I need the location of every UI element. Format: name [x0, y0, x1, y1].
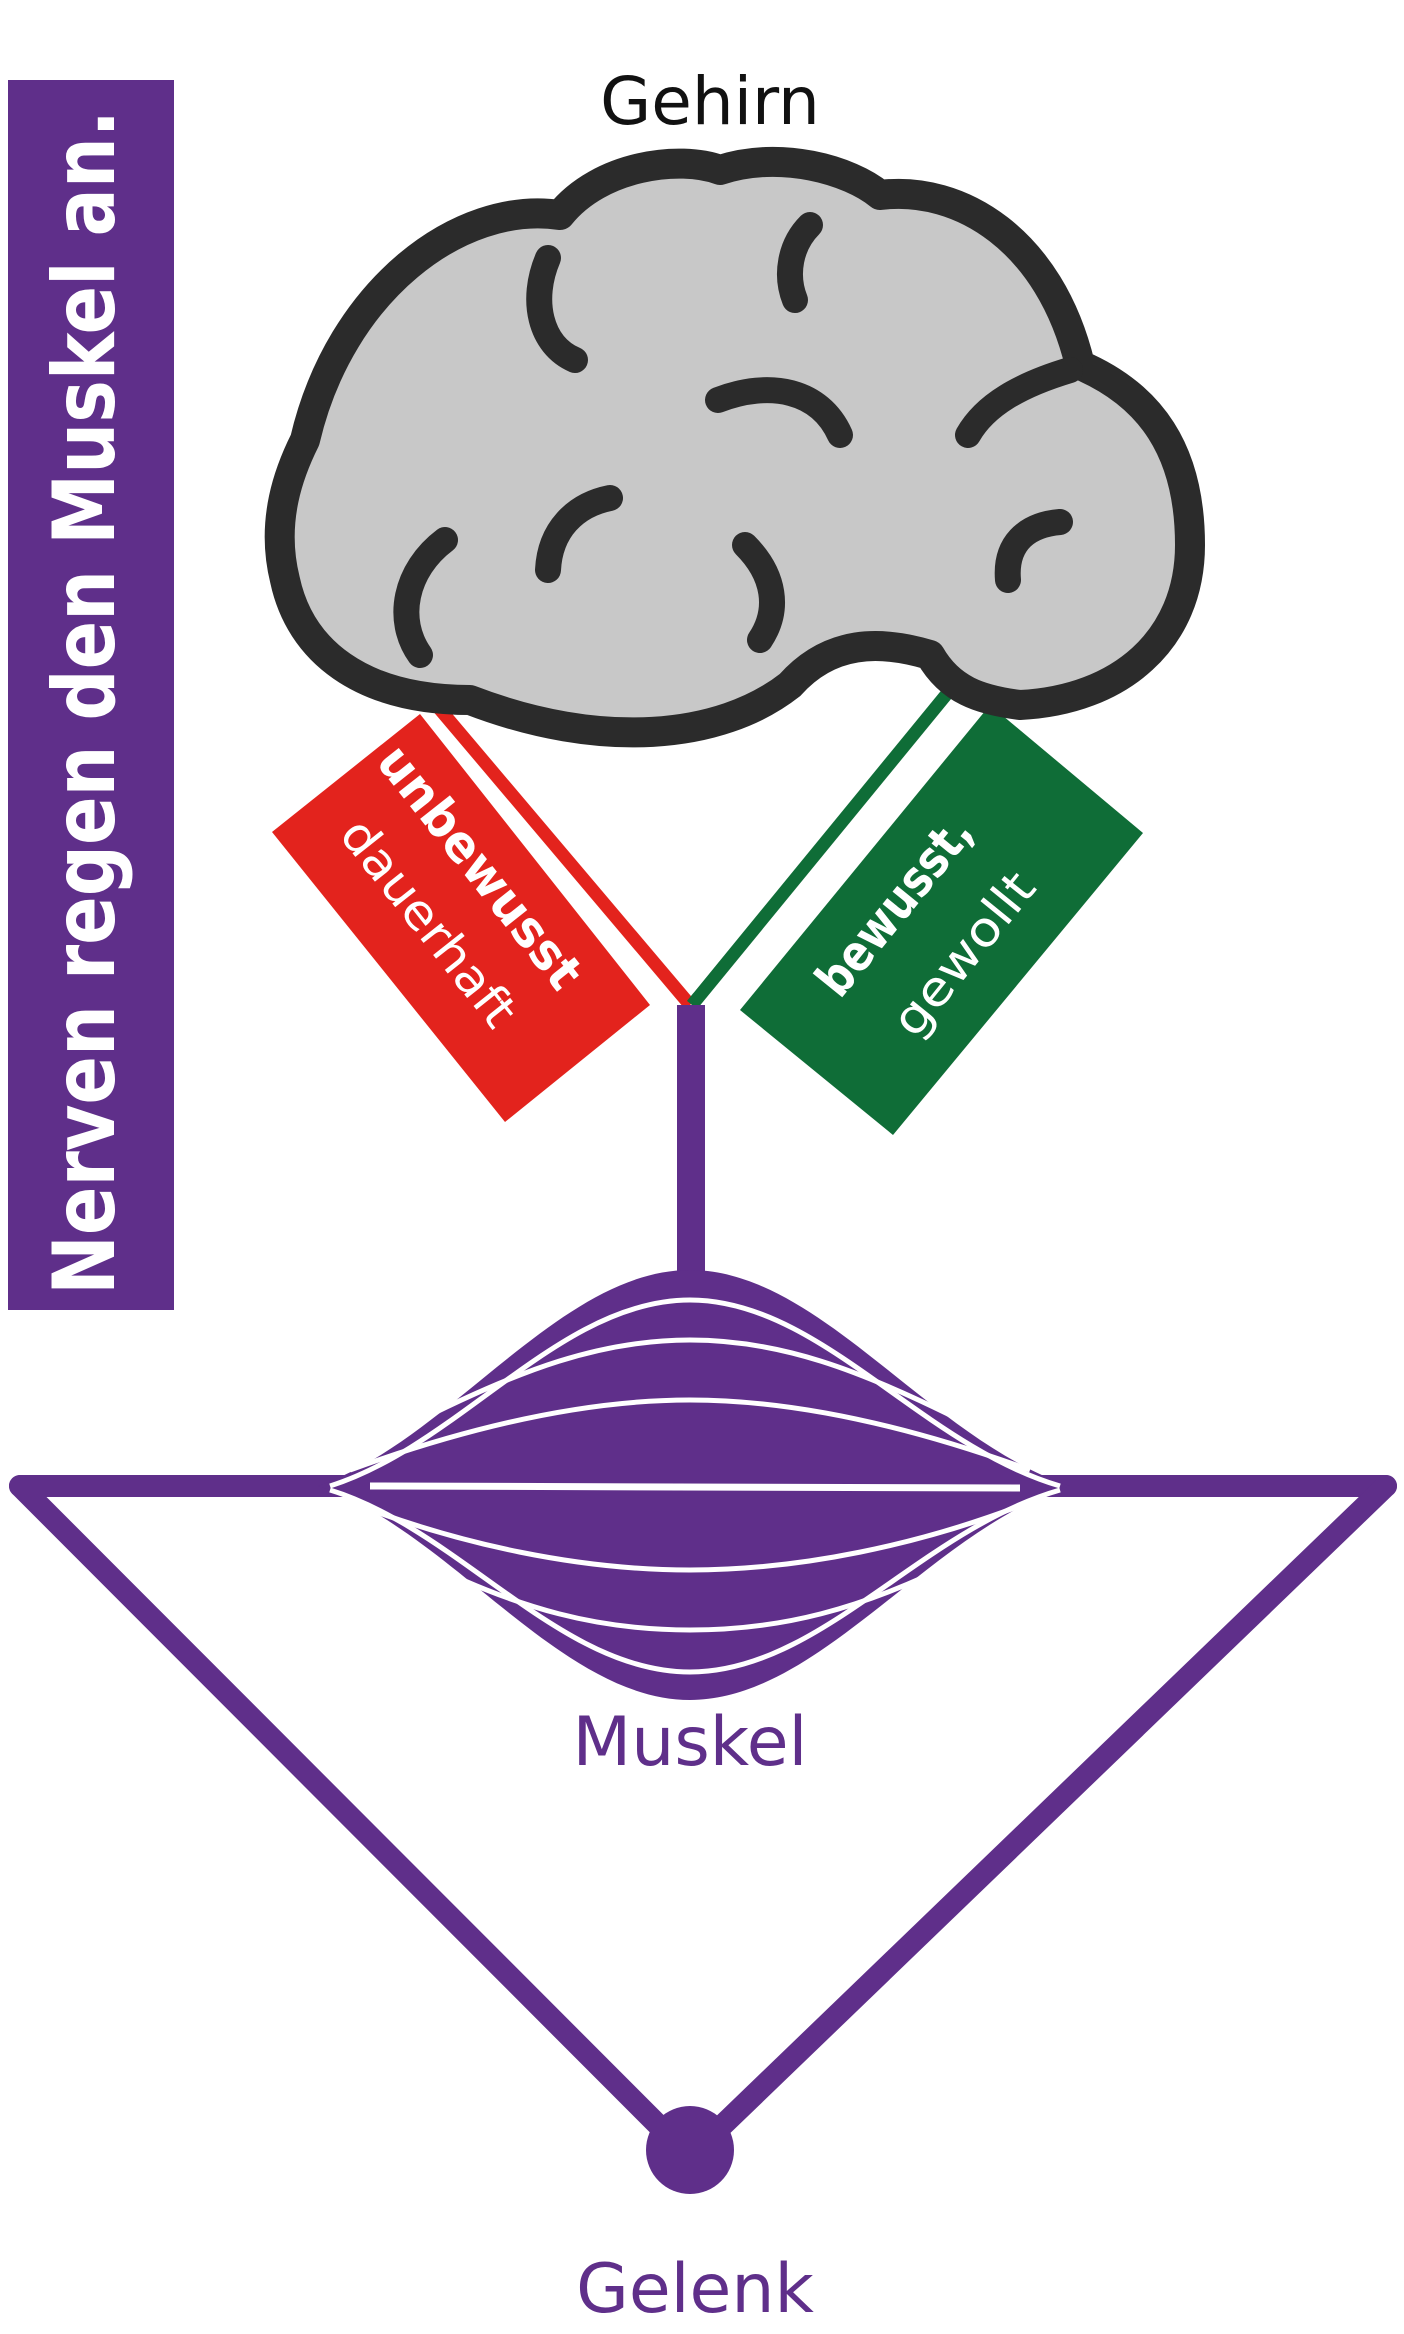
brain-fold-2 — [777, 212, 823, 313]
title-bar: Nerven regen den Muskel an. — [8, 80, 174, 1310]
unconscious-tag: unbewusst dauerhaft — [272, 714, 650, 1122]
brain-fold-8 — [732, 532, 785, 653]
bone-left-arm — [9, 1475, 691, 2158]
conscious-tag-bg — [740, 705, 1143, 1135]
title-bar-bg — [8, 80, 174, 1310]
muscle-fiber-2 — [418, 1337, 962, 1423]
muscle-fiber-3 — [349, 1397, 1031, 1473]
brain-fold-3 — [705, 377, 853, 448]
muscle — [318, 1270, 1070, 1700]
joint-label: Gelenk — [576, 2250, 814, 2329]
muscle-fiber-4 — [349, 1499, 1031, 1573]
title-text: Nerven regen den Muskel an. — [35, 110, 135, 1295]
brain-icon — [264, 146, 1205, 748]
brain-fold-4 — [955, 357, 1083, 448]
muscle-label: Muskel — [573, 1703, 808, 1782]
brain-fold-6 — [994, 509, 1073, 593]
muscle-fiber-1 — [329, 1297, 1061, 1489]
brain-label: Gehirn — [600, 63, 820, 140]
nerve-green-white-gap — [686, 687, 938, 993]
brain-fold-1 — [526, 245, 588, 373]
muscle-fiber-center — [369, 1482, 1021, 1492]
unconscious-tag-bg — [272, 714, 650, 1122]
joint-dot — [646, 2106, 734, 2194]
nerve-green-line — [686, 685, 956, 1010]
muscle-fiber-6 — [329, 1487, 1061, 1675]
brain-outline — [264, 146, 1205, 748]
conscious-tag: bewusst, gewollt — [740, 705, 1143, 1135]
nerve-red-white-gap — [444, 697, 697, 993]
bone-right-arm — [689, 1475, 1397, 2158]
brain-fold-7 — [393, 527, 458, 668]
brain-fold-5 — [535, 485, 623, 583]
nerve-stripes — [427, 685, 956, 1010]
nerve-red-line — [427, 695, 695, 1010]
